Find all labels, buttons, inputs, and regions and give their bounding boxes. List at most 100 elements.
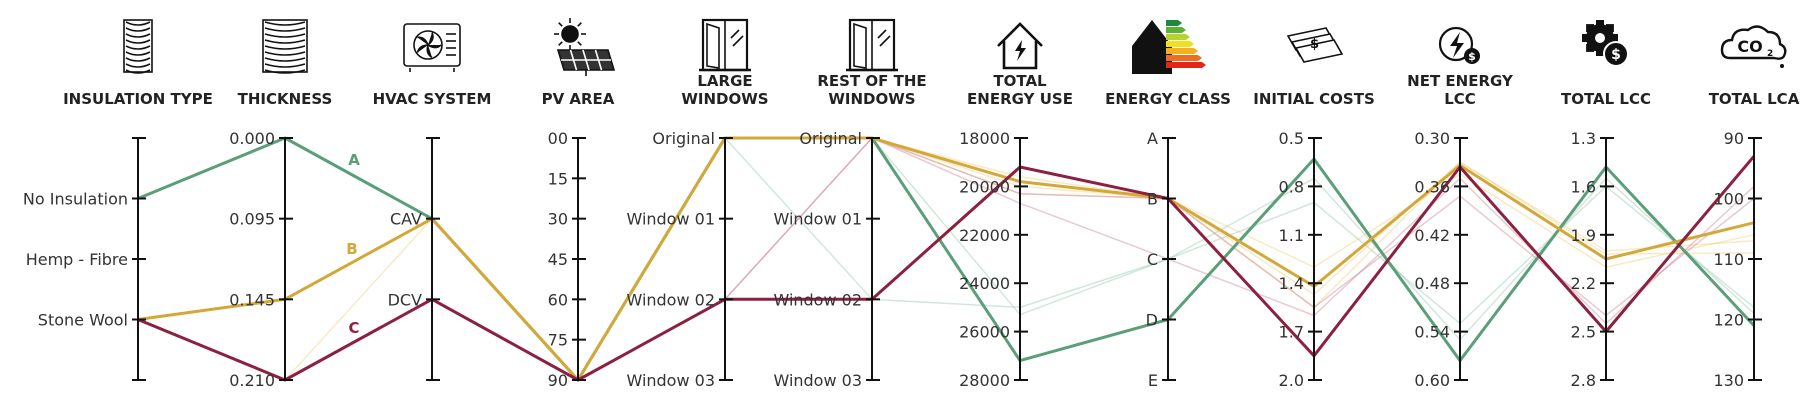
energy-cost-icon: $ (1438, 26, 1480, 64)
tick-label-rest_windows: Original (799, 129, 862, 148)
tick-label-initial_costs: 0.5 (1279, 129, 1304, 148)
tick-label-thickness: 0.000 (229, 129, 275, 148)
tick-label-pv: 30 (548, 210, 568, 229)
annotations-layer: A B C (346, 151, 360, 337)
tick-label-energy_use: 18000 (959, 129, 1010, 148)
axis-title-large_windows: LARGE (697, 72, 752, 90)
tick-label-energy_use: 24000 (959, 274, 1010, 293)
svg-text:CO: CO (1737, 37, 1762, 56)
axis-title-insulation: INSULATION TYPE (63, 90, 213, 108)
tick-label-initial_costs: 0.8 (1279, 177, 1304, 196)
insulation-type-icon (123, 19, 153, 74)
tick-label-total_lcc: 1.3 (1571, 129, 1596, 148)
tick-label-pv: 75 (548, 331, 568, 350)
house-energy-icon (997, 22, 1043, 70)
tick-label-net_energy_lcc: 0.42 (1414, 226, 1450, 245)
series-annotation-a: A (348, 151, 360, 169)
tick-label-net_energy_lcc: 0.54 (1414, 323, 1450, 342)
tick-label-total_lca: 90 (1724, 129, 1744, 148)
axis-title-net_energy_lcc: LCC (1444, 90, 1476, 108)
svg-text:$: $ (1468, 50, 1476, 63)
tick-label-insulation: Hemp - Fibre (26, 250, 128, 269)
tick-label-total_lca: 100 (1713, 190, 1744, 209)
tick-label-energy_use: 26000 (959, 323, 1010, 342)
axis-title-pv: PV AREA (542, 90, 615, 108)
tick-label-net_energy_lcc: 0.60 (1414, 371, 1450, 390)
series-line-faint-5 (137, 137, 1755, 381)
window-icon (846, 18, 898, 72)
tick-label-total_lcc: 1.9 (1571, 226, 1596, 245)
tick-label-insulation: Stone Wool (38, 311, 128, 330)
tick-label-net_energy_lcc: 0.48 (1414, 274, 1450, 293)
window-icon (699, 18, 751, 72)
gear-money-icon: $ (1582, 20, 1629, 67)
series-line-faint-7 (137, 137, 1755, 381)
tick-label-energy_class: D (1146, 311, 1158, 330)
axis-title-energy_use: ENERGY USE (967, 90, 1073, 108)
series-line-b (137, 136, 1755, 382)
tick-label-pv: 60 (548, 290, 568, 309)
axis-title-initial_costs: INITIAL COSTS (1253, 90, 1375, 108)
axis-title-energy_class: ENERGY CLASS (1105, 90, 1231, 108)
axis-title-energy_use: TOTAL (993, 72, 1047, 90)
axis-title-rest_windows: REST OF THE (817, 72, 926, 90)
axis-title-thickness: THICKNESS (238, 90, 333, 108)
tick-label-energy_use: 22000 (959, 226, 1010, 245)
series-lines-layer (137, 136, 1756, 382)
tick-label-energy_class: E (1148, 371, 1158, 390)
axis-titles-layer: INSULATION TYPE THICKNESS HVAC SYSTEM PV AR… (63, 72, 1800, 108)
tick-label-thickness: 0.210 (229, 371, 275, 390)
axis-title-hvac: HVAC SYSTEM (373, 90, 492, 108)
tick-label-hvac: DCV (388, 290, 422, 309)
tick-label-pv: 00 (548, 129, 568, 148)
tick-label-energy_class: B (1147, 190, 1158, 209)
tick-label-total_lcc: 2.8 (1571, 371, 1596, 390)
tick-label-pv: 15 (548, 169, 568, 188)
tick-label-total_lcc: 2.5 (1571, 323, 1596, 342)
tick-label-initial_costs: 1.1 (1279, 226, 1304, 245)
axis-title-total_lcc: TOTAL LCC (1561, 90, 1651, 108)
hvac-unit-icon (403, 23, 461, 72)
tick-label-energy_use: 28000 (959, 371, 1010, 390)
tick-label-large_windows: Window 02 (626, 290, 715, 309)
tick-label-energy_use: 20000 (959, 177, 1010, 196)
series-line-faint-9 (137, 137, 1755, 381)
insulation-thickness-icon (262, 19, 308, 74)
series-line-faint-3 (137, 137, 1755, 381)
axis-title-large_windows: WINDOWS (681, 90, 768, 108)
tick-label-rest_windows: Window 01 (773, 210, 862, 229)
axis-title-total_lca: TOTAL LCA (1709, 90, 1800, 108)
series-line-a (137, 136, 1756, 382)
tick-label-hvac: CAV (390, 210, 422, 229)
tick-label-pv: 45 (548, 250, 568, 269)
tick-label-large_windows: Window 03 (626, 371, 715, 390)
tick-label-total_lca: 110 (1713, 250, 1744, 269)
tick-label-net_energy_lcc: 0.36 (1414, 177, 1450, 196)
series-annotation-c: C (348, 319, 359, 337)
tick-label-large_windows: Window 01 (626, 210, 715, 229)
tick-label-thickness: 0.145 (229, 290, 275, 309)
energy-label-icon (1132, 20, 1206, 74)
tick-label-total_lca: 120 (1713, 311, 1744, 330)
tick-label-rest_windows: Window 03 (773, 371, 862, 390)
tick-label-initial_costs: 1.4 (1279, 274, 1304, 293)
tick-label-insulation: No Insulation (23, 190, 128, 209)
axis-title-rest_windows: WINDOWS (828, 90, 915, 108)
tick-label-total_lcc: 1.6 (1571, 177, 1596, 196)
series-line-faint-8 (137, 137, 1755, 381)
tick-label-initial_costs: 2.0 (1279, 371, 1304, 390)
series-line-faint-6 (137, 137, 1755, 381)
tick-label-total_lca: 130 (1713, 371, 1744, 390)
series-line-c (137, 155, 1756, 382)
money-stack-icon: $ (1286, 27, 1344, 63)
tick-label-initial_costs: 1.7 (1279, 323, 1304, 342)
tick-label-energy_class: A (1147, 129, 1158, 148)
series-annotation-b: B (346, 240, 357, 258)
tick-label-energy_class: C (1147, 250, 1158, 269)
axis-title-net_energy_lcc: NET ENERGY (1407, 72, 1514, 90)
tick-label-thickness: 0.095 (229, 210, 275, 229)
svg-text:$: $ (1611, 47, 1621, 63)
svg-text:$: $ (1310, 37, 1319, 52)
